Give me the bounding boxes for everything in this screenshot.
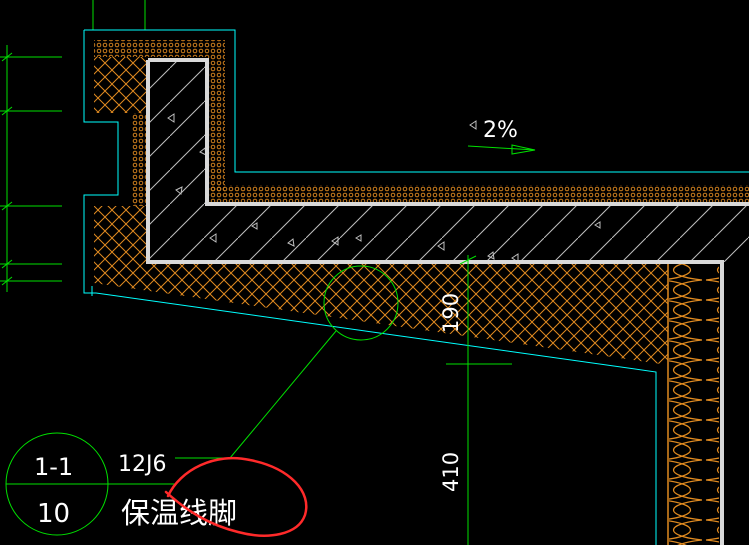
- detail-sheet: 10: [37, 499, 70, 529]
- finish-outline: [83, 29, 749, 545]
- detail-number: 1-1: [34, 453, 73, 481]
- left-dimension-chain: [0, 45, 62, 292]
- height-dimension-label: 410: [439, 452, 463, 492]
- detail-atlas: 12J6: [118, 452, 166, 477]
- detail-reference-symbol: [5, 432, 175, 536]
- parapet-top-insulation: [94, 40, 749, 202]
- parapet-insulation: [94, 57, 148, 264]
- callout-circle: [323, 265, 399, 341]
- concrete-aggregate-marks: [167, 113, 601, 263]
- thickness-dimension-label: 190: [439, 293, 463, 333]
- concrete-outline: [146, 58, 749, 545]
- soffit-insulation: [94, 264, 668, 365]
- slope-label: 2%: [483, 118, 518, 143]
- top-reference-lines: [92, 0, 146, 30]
- red-markup-circle: [164, 456, 308, 537]
- wall-insulation: [669, 264, 719, 545]
- slope-arrow-icon: [511, 144, 536, 155]
- slope-annotation: 2%: [467, 118, 536, 155]
- concrete-slab: [148, 60, 749, 262]
- thickness-dimension: [446, 255, 512, 545]
